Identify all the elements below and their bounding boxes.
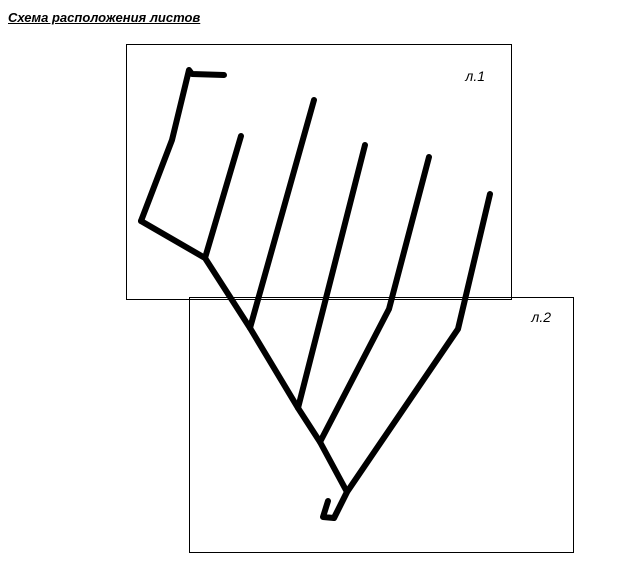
branch-line-1 bbox=[138, 67, 227, 224]
scheme-title: Схема расположения листов bbox=[8, 10, 201, 25]
sheet-2-frame: л.2 bbox=[189, 297, 574, 553]
sheet-2-label: л.2 bbox=[531, 309, 551, 325]
branch-line-2 bbox=[202, 133, 244, 261]
sheet-1-label: л.1 bbox=[465, 68, 485, 84]
branch-line-6 bbox=[331, 191, 493, 521]
branch-line-5 bbox=[317, 154, 432, 445]
main-trunk-line bbox=[138, 218, 350, 521]
sheet-1-frame: л.1 bbox=[126, 44, 512, 300]
branch-line-3 bbox=[247, 97, 317, 331]
branch-line-4 bbox=[295, 142, 368, 411]
